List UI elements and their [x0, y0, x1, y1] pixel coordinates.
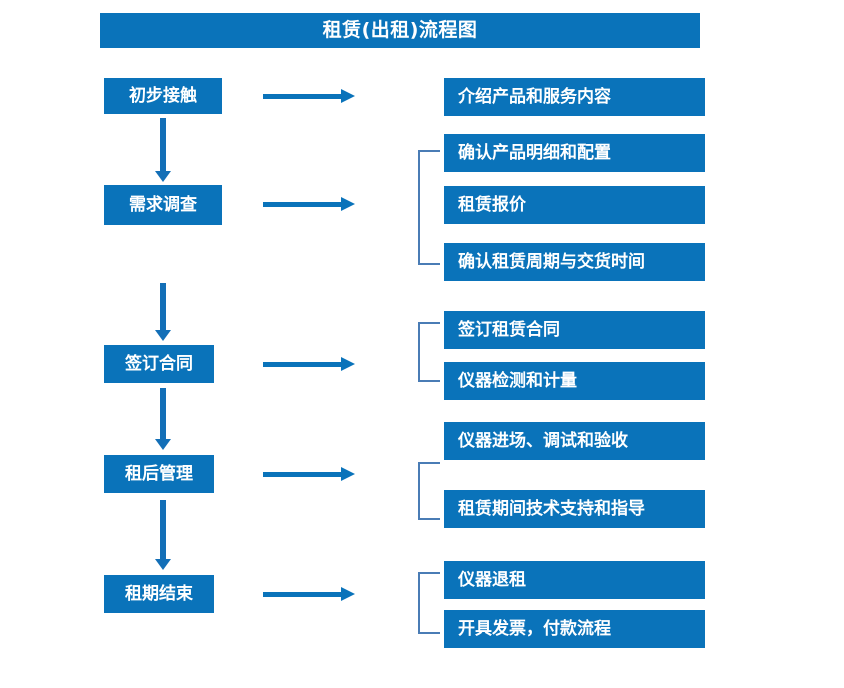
flowchart-title-bar: 租赁(出租)流程图	[100, 13, 700, 48]
detail-box-label: 仪器退租	[458, 569, 526, 590]
flow-arrow-down-icon	[155, 388, 171, 450]
arrow-shaft	[263, 94, 343, 99]
arrow-head	[155, 559, 171, 570]
flow-arrow-right-icon	[263, 587, 355, 601]
arrow-head	[341, 197, 355, 211]
bracket-stub-top	[418, 150, 440, 152]
arrow-shaft	[160, 388, 166, 439]
detail-box[interactable]: 租赁报价	[444, 186, 705, 224]
detail-box-label: 租赁报价	[458, 194, 526, 215]
detail-box-label: 确认租赁周期与交货时间	[458, 251, 645, 272]
bracket-stub-bottom	[418, 632, 440, 634]
stage-box[interactable]: 租期结束	[104, 575, 214, 613]
bracket-spine	[418, 150, 420, 265]
stage-box[interactable]: 需求调查	[104, 185, 222, 225]
detail-box[interactable]: 确认产品明细和配置	[444, 134, 705, 172]
bracket-spine	[418, 462, 420, 520]
detail-box[interactable]: 仪器进场、调试和验收	[444, 422, 705, 460]
detail-box[interactable]: 开具发票，付款流程	[444, 610, 705, 648]
arrow-head	[155, 330, 171, 341]
bracket-stub-top	[418, 322, 440, 324]
detail-box[interactable]: 仪器检测和计量	[444, 362, 705, 400]
bracket-spine	[418, 322, 420, 382]
arrow-shaft	[160, 283, 166, 330]
arrow-shaft	[263, 592, 343, 597]
detail-box[interactable]: 签订租赁合同	[444, 311, 705, 349]
group-bracket	[418, 322, 440, 382]
stage-box[interactable]: 签订合同	[104, 345, 214, 383]
flow-arrow-right-icon	[263, 467, 355, 481]
detail-box[interactable]: 仪器退租	[444, 561, 705, 599]
detail-box-label: 租赁期间技术支持和指导	[458, 498, 645, 519]
detail-box-label: 介绍产品和服务内容	[458, 86, 611, 107]
group-bracket	[418, 572, 440, 634]
detail-box-label: 开具发票，付款流程	[458, 618, 611, 639]
arrow-head	[155, 439, 171, 450]
arrow-head	[341, 467, 355, 481]
flow-arrow-right-icon	[263, 357, 355, 371]
bracket-stub-bottom	[418, 380, 440, 382]
arrow-head	[341, 89, 355, 103]
arrow-shaft	[160, 500, 166, 559]
bracket-stub-bottom	[418, 518, 440, 520]
flow-arrow-right-icon	[263, 197, 355, 211]
page-title: 租赁(出租)流程图	[322, 19, 478, 41]
stage-box-label: 需求调查	[129, 194, 197, 215]
detail-box-label: 仪器检测和计量	[458, 370, 577, 391]
bracket-stub-top	[418, 572, 440, 574]
arrow-shaft	[263, 362, 343, 367]
arrow-head	[341, 587, 355, 601]
group-bracket	[418, 462, 440, 520]
detail-box[interactable]: 租赁期间技术支持和指导	[444, 490, 705, 528]
stage-box[interactable]: 租后管理	[104, 455, 214, 493]
stage-box-label: 初步接触	[129, 85, 197, 106]
detail-box-label: 仪器进场、调试和验收	[458, 430, 628, 451]
flow-arrow-down-icon	[155, 283, 171, 341]
group-bracket	[418, 150, 440, 265]
stage-box-label: 租期结束	[125, 583, 193, 604]
stage-box[interactable]: 初步接触	[104, 78, 222, 114]
arrow-head	[155, 171, 171, 182]
arrow-shaft	[263, 472, 343, 477]
flow-arrow-down-icon	[155, 500, 171, 570]
arrow-head	[341, 357, 355, 371]
detail-box-label: 确认产品明细和配置	[458, 142, 611, 163]
stage-box-label: 租后管理	[125, 463, 193, 484]
detail-box-label: 签订租赁合同	[458, 319, 560, 340]
arrow-shaft	[160, 118, 166, 171]
flow-arrow-down-icon	[155, 118, 171, 182]
bracket-stub-top	[418, 462, 440, 464]
flow-arrow-right-icon	[263, 89, 355, 103]
detail-box[interactable]: 介绍产品和服务内容	[444, 78, 705, 116]
arrow-shaft	[263, 202, 343, 207]
stage-box-label: 签订合同	[125, 353, 193, 374]
bracket-stub-bottom	[418, 263, 440, 265]
bracket-spine	[418, 572, 420, 634]
detail-box[interactable]: 确认租赁周期与交货时间	[444, 243, 705, 281]
